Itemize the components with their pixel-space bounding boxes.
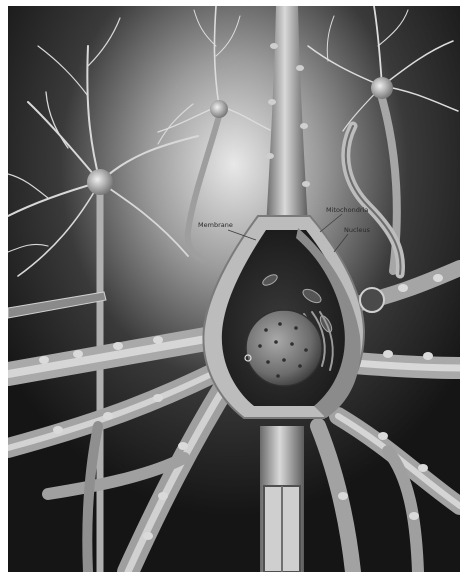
label-nucleus: Nucleus <box>344 226 370 234</box>
distant-soma-middle <box>210 100 228 118</box>
neuron-illustration: Membrane Mitochondria Nucleus <box>8 6 460 572</box>
nucleus <box>246 310 322 386</box>
label-mitochondria: Mitochondria <box>326 206 368 214</box>
distant-soma-left <box>87 169 113 195</box>
label-membrane: Membrane <box>198 221 233 229</box>
distant-soma-right <box>371 77 393 99</box>
synaptic-bouton <box>360 288 384 312</box>
